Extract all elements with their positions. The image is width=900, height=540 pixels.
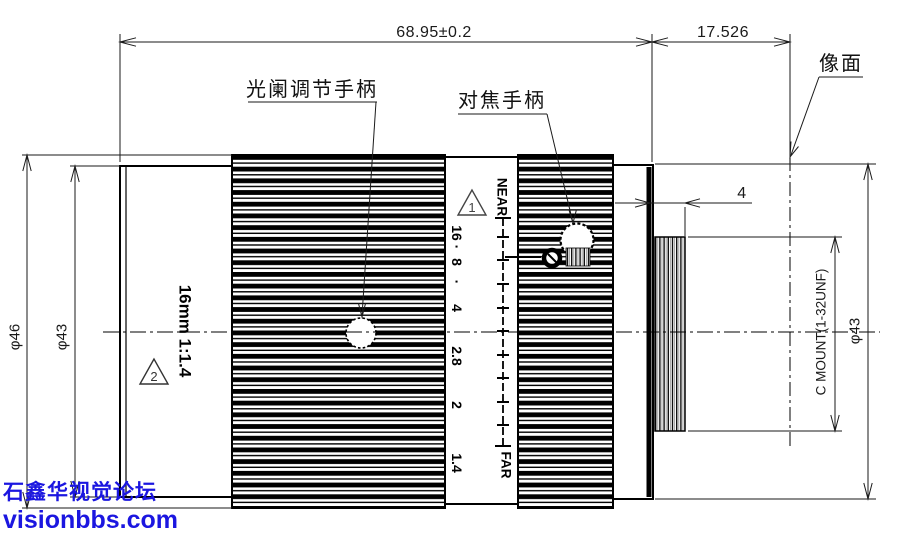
dimension-thread-length: 4 <box>615 185 752 236</box>
warning-2-number: 2 <box>150 369 157 384</box>
total-length-value: 68.95±0.2 <box>396 24 472 41</box>
centerlines <box>103 34 880 450</box>
focus-distance-scale: NEAR FAR <box>495 178 514 479</box>
mount-spec-value: C MOUNT(1-32UNF) <box>814 269 829 396</box>
aperture-handle-label: 光阑调节手柄 <box>246 78 378 101</box>
fstop-dot-2: · <box>449 280 465 285</box>
callout-image-plane: 像面 <box>789 52 863 159</box>
watermark-site-url: visionbbs.com <box>3 506 179 534</box>
warning-1-number: 1 <box>468 200 475 215</box>
image-plane-label: 像面 <box>819 52 863 75</box>
fstop-16: 16 <box>449 225 465 241</box>
aperture-fstop-scale: 16 · 8 · 4 2.8 2 1.4 <box>449 225 465 473</box>
callout-aperture-handle: 光阑调节手柄 <box>246 78 378 319</box>
fstop-8: 8 <box>449 258 465 266</box>
watermark-forum-name: 石鑫华视觉论坛 <box>3 481 157 504</box>
dimension-barrel-diameter: φ43 <box>54 164 120 499</box>
dimension-mount-spec: C MOUNT(1-32UNF) <box>688 235 842 433</box>
lens-spec-label: 16mm 1:1.4 <box>176 285 195 378</box>
front-diameter-value: φ46 <box>7 324 24 350</box>
fstop-4: 4 <box>449 304 465 312</box>
dimension-total-length: 68.95±0.2 <box>118 24 790 162</box>
callout-focus-handle: 对焦手柄 <box>458 89 577 225</box>
thread-length-value: 4 <box>737 185 746 202</box>
aperture-knob-icon <box>345 317 377 349</box>
fstop-2: 2 <box>449 401 465 409</box>
fstop-dot-1: · <box>449 245 465 250</box>
far-label: FAR <box>499 452 514 479</box>
fstop-2p8: 2.8 <box>449 346 465 366</box>
fstop-1p4: 1.4 <box>449 453 465 473</box>
focus-knob-icon <box>505 222 595 269</box>
dimension-back-distance: 17.526 <box>650 24 792 47</box>
near-label: NEAR <box>495 178 510 217</box>
barrel-diameter-value: φ43 <box>54 324 71 350</box>
back-distance-value: 17.526 <box>697 24 749 41</box>
warning-triangle-1-icon: 1 <box>456 188 488 216</box>
dimension-rear-diameter: φ43 <box>655 162 876 501</box>
dimension-front-diameter: φ46 <box>7 153 232 510</box>
focus-handle-label: 对焦手柄 <box>458 89 546 112</box>
rear-diameter-value: φ43 <box>847 318 864 344</box>
warning-triangle-2-icon: 2 <box>138 357 170 385</box>
c-mount-thread <box>654 236 686 432</box>
